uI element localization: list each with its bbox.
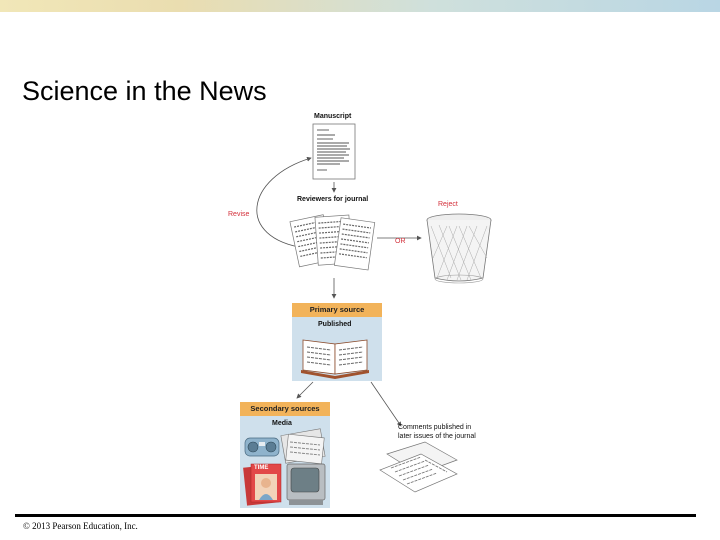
media-label: Media: [272, 420, 292, 427]
journal-comments-icon: [379, 441, 458, 493]
publication-flow-diagram: Manuscript Reviewers for journal Revise …: [225, 108, 525, 513]
revise-arrow: [256, 156, 312, 249]
primary-source-label: Primary source: [292, 303, 382, 317]
magazine-icon: [243, 463, 282, 506]
television-icon: [286, 463, 326, 505]
reviewer-pages-icon: [289, 214, 376, 271]
arrow-to-comments: [370, 381, 402, 427]
slide-title: Science in the News: [22, 76, 267, 106]
magazine-masthead: TIME: [254, 465, 269, 471]
published-label: Published: [318, 321, 352, 328]
newspaper-icon: [280, 428, 326, 465]
wastebasket-icon: [426, 213, 492, 284]
footer-rule: [15, 514, 696, 517]
manuscript-label: Manuscript: [314, 113, 352, 120]
open-book-icon: [301, 339, 369, 379]
or-label: OR: [395, 238, 406, 245]
arrow-to-secondary-sources: [296, 381, 314, 399]
revise-label: Revise: [228, 211, 250, 218]
comments-label-line1: Comments published in: [398, 424, 472, 431]
radio-icon: [244, 437, 280, 457]
manuscript-page-icon: [312, 123, 356, 180]
reject-label: Reject: [438, 201, 458, 208]
comments-label-line2: later issues of the journal: [398, 433, 476, 440]
secondary-sources-label: Secondary sources: [240, 402, 330, 416]
reviewers-label: Reviewers for journal: [297, 196, 369, 203]
copyright-notice: © 2013 Pearson Education, Inc.: [23, 521, 138, 531]
top-gradient-bar: [0, 0, 720, 12]
